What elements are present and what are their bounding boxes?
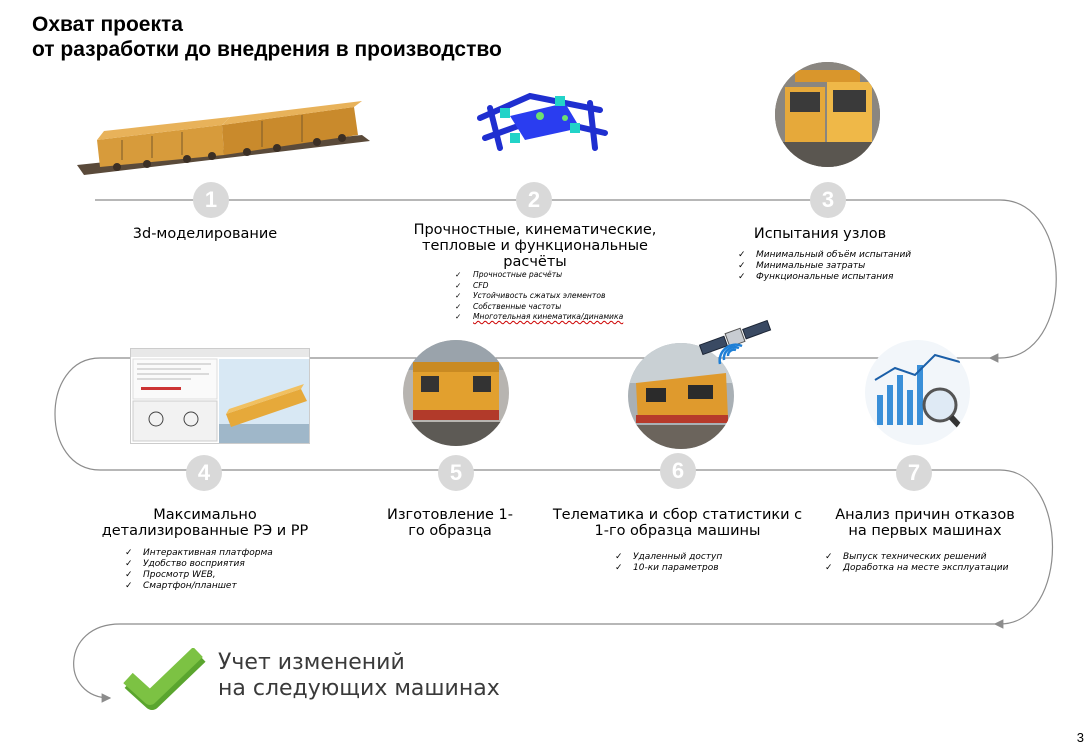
train-3d-model-image <box>72 95 372 180</box>
step-7-title: Анализ причин отказов на первых машинах <box>830 507 1020 539</box>
step-1-number: 1 <box>193 182 229 218</box>
bullet-item: Смартфон/планшет <box>125 581 273 592</box>
step-2-bullets: Прочностные расчёты CFD Устойчивость сжа… <box>455 270 623 323</box>
bullet-item: Устойчивость сжатых элементов <box>455 291 623 302</box>
component-testing-image <box>775 62 880 167</box>
bullet-item: Функциональные испытания <box>738 272 911 283</box>
checkmark-icon <box>122 648 206 710</box>
step-4-number: 4 <box>186 455 222 491</box>
fea-bogie-image <box>470 88 615 160</box>
manual-screenshot-image <box>130 348 310 444</box>
bullet-item: Удобство восприятия <box>125 559 273 570</box>
first-prototype-image <box>403 340 509 446</box>
bullet-item: Просмотр WEB, <box>125 570 273 581</box>
step-3-title: Испытания узлов <box>740 226 900 242</box>
bullet-item: Выпуск технических решений <box>825 552 1008 563</box>
step-7-bullets: Выпуск технических решений Доработка на … <box>825 552 1008 574</box>
bullet-item: Минимальные затраты <box>738 261 911 272</box>
final-note: Учет изменений на следующих машинах <box>218 650 500 702</box>
step-6-title: Телематика и сбор статистики с 1-го обра… <box>550 507 805 539</box>
step-2-number: 2 <box>516 182 552 218</box>
step-4-title: Максимально детализированные РЭ и РР <box>95 507 315 539</box>
step-6-number: 6 <box>660 453 696 489</box>
step-5-number: 5 <box>438 455 474 491</box>
step-3-bullets: Минимальный объём испытаний Минимальные … <box>738 250 911 283</box>
bullet-item: Доработка на месте эксплуатации <box>825 563 1008 574</box>
bullet-item: Интерактивная платформа <box>125 548 273 559</box>
analysis-charts-image <box>865 340 970 445</box>
bullet-item: Прочностные расчёты <box>455 270 623 281</box>
satellite-icon <box>698 318 776 368</box>
bullet-item: Минимальный объём испытаний <box>738 250 911 261</box>
step-5-title: Изготовление 1-го образца <box>385 507 515 539</box>
step-1-title: 3d-моделирование <box>110 226 300 242</box>
bullet-item: CFD <box>455 281 623 292</box>
step-2-title: Прочностные, кинематические, тепловые и … <box>410 222 660 270</box>
step-7-number: 7 <box>896 455 932 491</box>
bullet-item: Собственные частоты <box>455 302 623 313</box>
final-line-2: на следующих машинах <box>218 676 500 702</box>
bullet-item: Удаленный доступ <box>615 552 722 563</box>
final-line-1: Учет изменений <box>218 650 500 676</box>
page-number: 3 <box>1077 730 1084 745</box>
step-6-bullets: Удаленный доступ 10-ки параметров <box>615 552 722 574</box>
bullet-item: 10-ки параметров <box>615 563 722 574</box>
step-4-bullets: Интерактивная платформа Удобство восприя… <box>125 548 273 592</box>
bullet-item: Многотельная кинематика/динамика <box>455 312 623 323</box>
step-3-number: 3 <box>810 182 846 218</box>
